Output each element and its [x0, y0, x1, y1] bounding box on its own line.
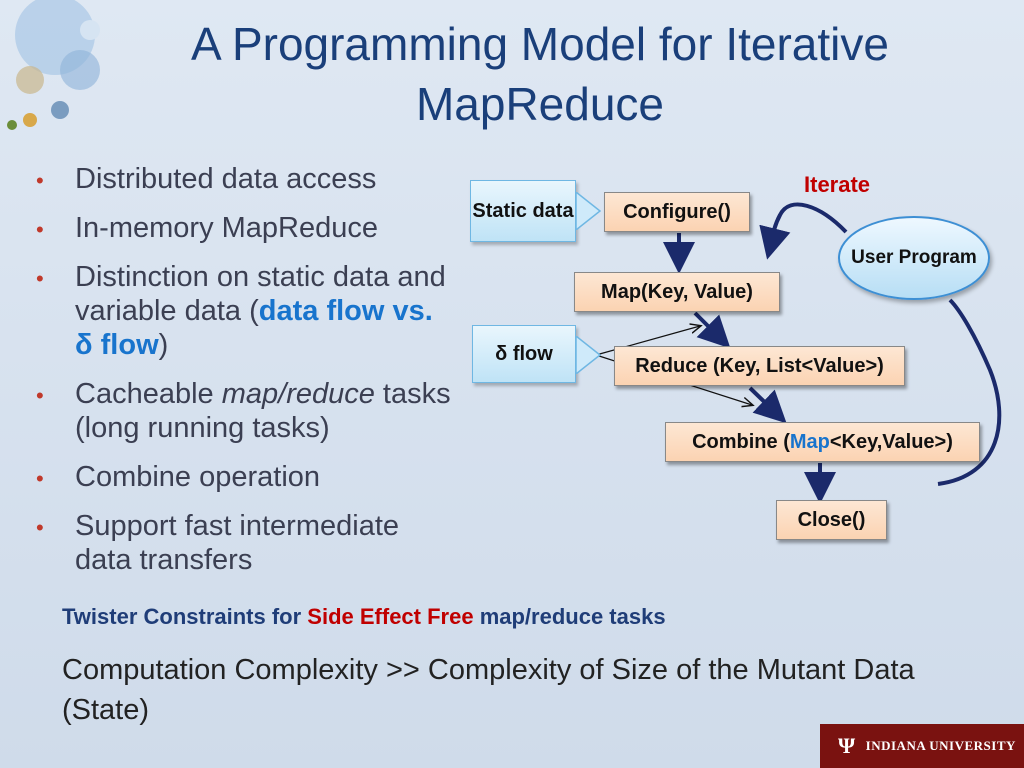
bullet-item: •Combine operation: [36, 460, 456, 494]
bullet-item: •Distributed data access: [36, 162, 456, 196]
corner-decoration-image: [7, 0, 100, 130]
bullet-icon: •: [36, 383, 44, 408]
arrow-reduce-combine: [748, 386, 787, 424]
bullet-list: •Distributed data access •In-memory MapR…: [36, 162, 456, 592]
bullet-icon: •: [36, 217, 44, 242]
bullet-icon: •: [36, 168, 44, 193]
delta-flow-box: δ flow: [472, 325, 576, 383]
constraints-heading: Twister Constraints for Side Effect Free…: [62, 604, 666, 629]
bullet-item: •Distinction on static data and variable…: [36, 261, 446, 361]
slide-title: A Programming Model for Iterative MapRed…: [191, 18, 889, 130]
bullet-item: •Support fast intermediate data transfer…: [36, 510, 400, 576]
iterate-label: Iterate: [804, 172, 871, 197]
delta-flow-pointer-icon: [576, 336, 602, 374]
trident-icon: Ψ: [838, 733, 856, 758]
close-box: Close(): [776, 500, 887, 540]
bullet-icon: •: [36, 266, 44, 291]
complexity-statement: Computation Complexity >> Complexity of …: [62, 654, 915, 726]
combine-box: Combine (Map<Key,Value>): [665, 422, 980, 462]
user-program-ellipse: User Program: [838, 216, 990, 300]
static-data-box: Static data: [470, 180, 576, 242]
bullet-item: •In-memory MapReduce: [36, 211, 456, 245]
reduce-box: Reduce (Key, List<Value>): [614, 346, 905, 386]
static-data-pointer-icon: [576, 192, 602, 230]
configure-box: Configure(): [604, 192, 750, 232]
map-box: Map(Key, Value): [574, 272, 780, 312]
university-name: INDIANA UNIVERSITY: [865, 738, 1016, 753]
bullet-icon: •: [36, 515, 44, 540]
bullet-item: •Cacheable map/reduce tasks (long runnin…: [36, 378, 451, 444]
indiana-university-logo: Ψ INDIANA UNIVERSITY: [820, 724, 1024, 768]
arrow-map-reduce: [693, 311, 731, 349]
bullet-icon: •: [36, 466, 44, 491]
loop-arrow-iterate: [759, 202, 848, 260]
